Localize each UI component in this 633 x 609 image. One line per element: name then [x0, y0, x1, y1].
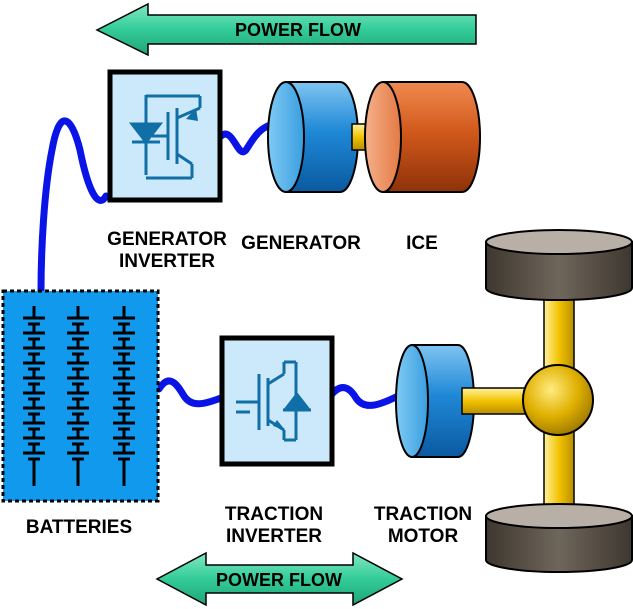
traction-inverter-icon [219, 335, 335, 467]
generator-icon [267, 81, 359, 193]
bottom-wheel-icon [485, 503, 633, 573]
batteries-icon [1, 289, 160, 503]
top-power-flow-label: POWER FLOW [235, 20, 361, 40]
battery-to-generator-inverter-cable [37, 117, 110, 296]
bottom-power-flow-arrow: POWER FLOW [155, 551, 404, 607]
traction-inverter-to-motor-cable [327, 384, 402, 409]
traction-motor-label: TRACTION MOTOR [373, 504, 473, 547]
bottom-power-flow-label: POWER FLOW [216, 570, 342, 590]
generator-inverter-label: GENERATOR INVERTER [107, 229, 227, 272]
ice-label: ICE [406, 233, 438, 254]
generator-label: GENERATOR [241, 233, 361, 254]
wheel-axle-icon [461, 229, 633, 573]
traction-motor-icon [395, 344, 475, 458]
batteries-label: BATTERIES [25, 517, 133, 538]
battery-to-traction-inverter-cable [155, 377, 225, 408]
ice-engine-icon [364, 81, 481, 193]
generator-inverter-icon [107, 69, 223, 203]
traction-inverter-label: TRACTION INVERTER [224, 504, 324, 547]
top-wheel-icon [485, 229, 633, 301]
top-power-flow-arrow: POWER FLOW [95, 2, 477, 57]
